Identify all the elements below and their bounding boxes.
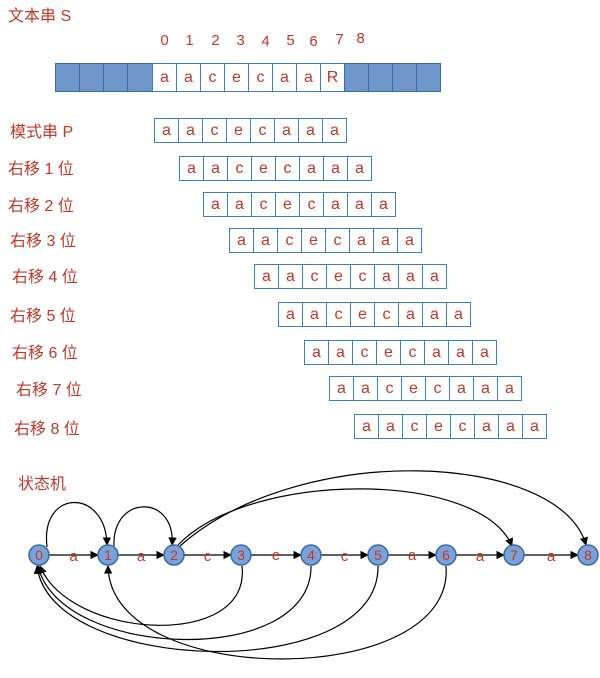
index-5: 5 — [286, 32, 295, 49]
index-7: 7 — [335, 31, 344, 48]
state-node-2 — [163, 544, 185, 566]
arc-4-to-0 — [35, 565, 312, 641]
text-cell: a — [152, 63, 177, 92]
shift-label-8: 右移 8 位 — [14, 421, 80, 438]
pattern-cell: a — [371, 192, 396, 217]
pattern-label: 模式串 P — [10, 124, 74, 141]
edge-label: a — [69, 548, 78, 565]
index-2: 2 — [211, 32, 220, 49]
state-node-5 — [367, 544, 389, 566]
padding-cell — [344, 63, 369, 92]
state-label-5: 5 — [374, 547, 382, 563]
arc-2-to-1 — [113, 506, 177, 547]
edge-label: e — [272, 547, 280, 564]
state-node-1 — [97, 544, 119, 566]
state-node-0 — [28, 544, 50, 566]
index-3: 3 — [236, 32, 245, 49]
state-machine-label: 状态机 — [18, 476, 67, 493]
arc-7-to-2 — [177, 488, 513, 547]
arc-8-to-2 — [179, 470, 588, 547]
pattern-cell: a — [497, 376, 522, 401]
pattern-cell: a — [472, 340, 497, 365]
shift-label-6: 右移 6 位 — [12, 345, 78, 362]
state-label-4: 4 — [307, 547, 315, 563]
state-label-3: 3 — [237, 547, 245, 563]
index-8: 8 — [356, 30, 365, 47]
padding-cell — [368, 63, 393, 92]
shift-label-5: 右移 5 位 — [10, 308, 76, 325]
pattern-cell: a — [422, 264, 447, 289]
index-4: 4 — [261, 33, 270, 50]
state-nodes: 0 1 2 3 4 5 6 7 8 — [28, 544, 599, 566]
shift-label-2: 右移 2 位 — [8, 198, 74, 215]
state-label-0: 0 — [35, 547, 43, 563]
padding-cell — [392, 63, 417, 92]
state-node-8 — [577, 544, 599, 566]
state-label-7: 7 — [510, 547, 518, 563]
text-cell: e — [224, 63, 249, 92]
state-node-6 — [435, 544, 457, 566]
state-node-4 — [300, 544, 322, 566]
shift-label-4: 右移 4 位 — [12, 269, 78, 286]
padding-cell — [103, 63, 128, 92]
arc-6-to-1 — [103, 565, 447, 660]
state-label-8: 8 — [584, 547, 592, 563]
arc-3-to-0 — [38, 565, 243, 626]
index-1: 1 — [185, 32, 194, 49]
transition-arcs — [33, 470, 588, 660]
edge-label: a — [408, 547, 417, 564]
edge-label: a — [476, 548, 485, 565]
text-string-row: a a c e c a a R — [55, 63, 441, 92]
shift-label-1: 右移 1 位 — [8, 161, 74, 178]
pattern-cell: a — [522, 414, 547, 439]
edge-label: c — [341, 548, 349, 565]
index-6: 6 — [309, 33, 318, 50]
edge-label: a — [137, 548, 146, 565]
pattern-cell: a — [397, 228, 422, 253]
padding-cell — [55, 63, 80, 92]
arc-1-to-0 — [45, 501, 112, 548]
shift-label-7: 右移 7 位 — [16, 382, 82, 399]
pattern-cell: a — [347, 156, 372, 181]
arc-5-to-0 — [33, 565, 379, 653]
index-0: 0 — [160, 32, 169, 49]
edge-label: a — [547, 548, 556, 565]
padding-cell — [416, 63, 441, 92]
text-string-label: 文本串 S — [8, 8, 72, 25]
state-node-7 — [503, 544, 525, 566]
shift-label-3: 右移 3 位 — [10, 233, 76, 250]
text-cell: a — [272, 63, 297, 92]
text-cell: c — [248, 63, 273, 92]
state-label-2: 2 — [170, 547, 178, 563]
state-label-1: 1 — [104, 547, 112, 563]
state-label-6: 6 — [442, 547, 450, 563]
state-node-3 — [230, 544, 252, 566]
edge-label: c — [204, 548, 212, 565]
pattern-cell: a — [446, 302, 471, 327]
pattern-cell: a — [322, 118, 347, 143]
